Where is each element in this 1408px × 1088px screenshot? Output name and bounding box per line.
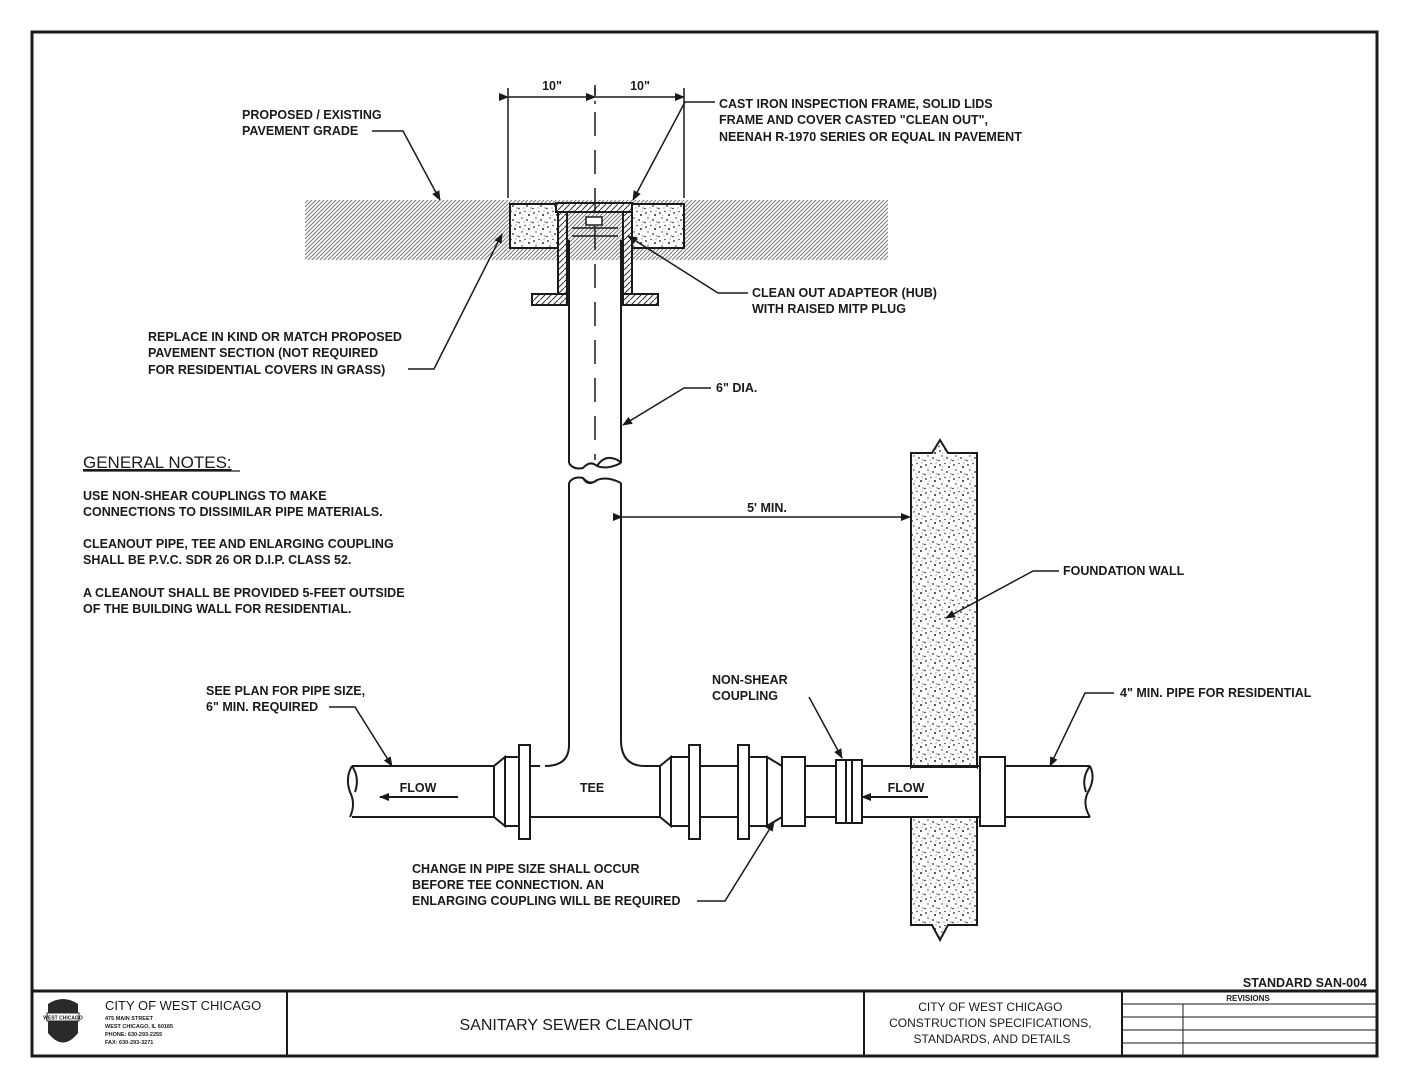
foundation-wall [910,438,980,943]
leader-lines [329,101,1114,902]
adapter-callout: CLEAN OUT ADAPTEOR (HUB) WITH RAISED MIT… [752,286,940,316]
city-logo: WEST CHICAGO [43,999,83,1043]
general-notes: GENERAL NOTES: USE NON-SHEAR COUPLINGS T… [83,453,408,616]
dimension-right-label: 10" [630,79,650,93]
svg-text:WEST CHICAGO: WEST CHICAGO [43,1016,83,1022]
sheet-border [30,30,1379,1058]
replace-pavement-callout: REPLACE IN KIND OR MATCH PROPOSED PAVEME… [148,330,405,377]
change-size-callout: CHANGE IN PIPE SIZE SHALL OCCUR BEFORE T… [412,862,681,908]
tee-label: TEE [580,781,604,795]
drawing-title: SANITARY SEWER CLEANOUT [460,1017,693,1034]
main-sewer-pipe [346,739,1094,840]
general-notes-heading: GENERAL NOTES: [83,453,232,472]
cleanout-frame [531,202,659,306]
pipe-size-callout: SEE PLAN FOR PIPE SIZE, 6" MIN. REQUIRED [206,684,369,714]
riser-pipe [568,85,622,745]
pipe-diameter-callout: 6" DIA. [716,381,757,395]
foundation-wall-callout: FOUNDATION WALL [1063,564,1185,578]
frame-callout: CAST IRON INSPECTION FRAME, SOLID LIDS F… [719,97,1022,144]
city-address: 475 MAIN STREET WEST CHICAGO, IL 60185 P… [105,1016,175,1046]
title-block [32,989,1377,1056]
concrete-collar-left [509,203,559,249]
coupling-callout: NON-SHEAR COUPLING [712,673,791,703]
spec-title: CITY OF WEST CHICAGO CONSTRUCTION SPECIF… [889,1000,1095,1046]
residential-pipe-callout: 4" MIN. PIPE FOR RESIDENTIAL [1120,686,1312,700]
standard-number: STANDARD SAN-004 [1243,976,1367,990]
concrete-collar-right [629,203,685,249]
city-name: CITY OF WEST CHICAGO [105,998,261,1013]
clearance-dimension-label: 5' MIN. [747,501,787,515]
pavement-grade-callout: PROPOSED / EXISTING PAVEMENT GRADE [242,108,385,138]
mitp-plug-cap [585,216,603,226]
dimension-top [499,88,685,198]
revisions-header: REVISIONS [1226,994,1270,1003]
dimension-left-label: 10" [542,79,562,93]
general-notes-body: USE NON-SHEAR COUPLINGS TO MAKE CONNECTI… [83,489,408,616]
flow-label-left: FLOW [400,781,437,795]
flow-label-right: FLOW [888,781,925,795]
